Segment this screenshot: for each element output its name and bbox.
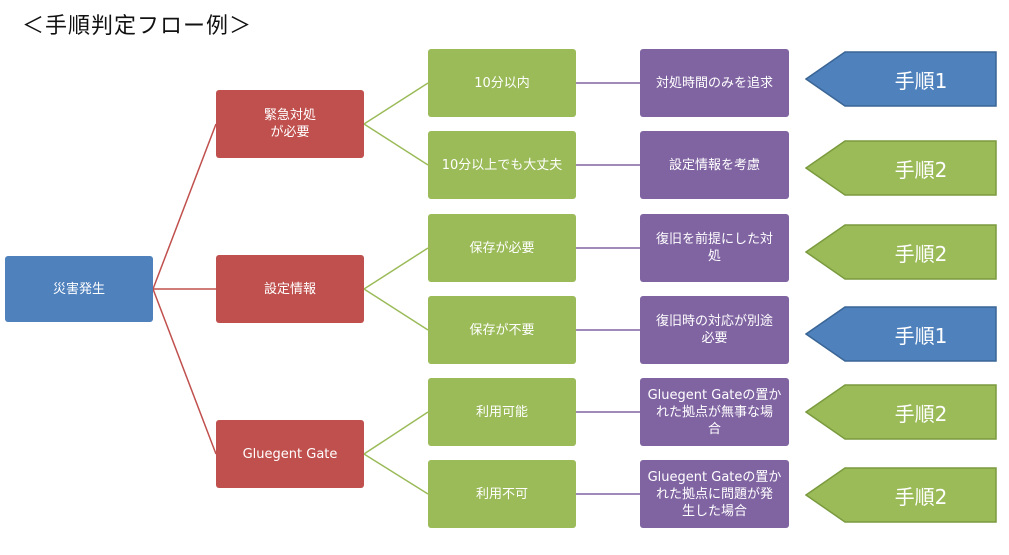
procedure-arrow: 手順2: [805, 384, 997, 440]
action-node: 設定情報を考慮: [640, 131, 789, 199]
procedure-arrow: 手順2: [805, 140, 997, 196]
option-node: 10分以上でも大丈夫: [428, 131, 576, 199]
connector-branch-2-option-0: [363, 411, 429, 455]
procedure-label: 手順1: [894, 68, 948, 93]
procedure-label: 手順2: [894, 484, 948, 509]
connector-branch-2-option-1: [363, 453, 429, 495]
option-node: 利用不可: [428, 460, 576, 528]
option-node: 利用可能: [428, 378, 576, 446]
procedure-label: 手順2: [894, 401, 948, 426]
diagram-title: ＜手順判定フロー例＞: [22, 14, 253, 39]
procedure-arrow: 手順1: [805, 51, 997, 107]
option-node: 10分以内: [428, 49, 576, 117]
root-node: 災害発生: [5, 256, 153, 322]
branch-node-emergency: 緊急対処 が必要: [216, 90, 364, 158]
procedure-label: 手順2: [894, 241, 948, 266]
connector-root-branch-0: [152, 123, 217, 290]
connector-branch-0-option-1: [363, 123, 429, 166]
action-node: 対処時間のみを追求: [640, 49, 789, 117]
procedure-label: 手順2: [894, 157, 948, 182]
branch-node-gluegent: Gluegent Gate: [216, 420, 364, 488]
procedure-arrow: 手順2: [805, 467, 997, 523]
procedure-label: 手順1: [894, 323, 948, 348]
procedure-arrow: 手順2: [805, 224, 997, 280]
connector-branch-1-option-1: [363, 288, 429, 331]
procedure-arrow: 手順1: [805, 306, 997, 362]
option-node: 保存が不要: [428, 296, 576, 364]
branch-node-settings: 設定情報: [216, 255, 364, 323]
connector-root-branch-2: [152, 288, 217, 455]
option-node: 保存が必要: [428, 214, 576, 282]
action-node: Gluegent Gateの置か れた拠点が無事な場 合: [640, 378, 789, 446]
action-node: 復旧時の対応が別途 必要: [640, 296, 789, 364]
connector-branch-0-option-0: [363, 82, 429, 125]
action-node: 復旧を前提にした対 処: [640, 214, 789, 282]
connector-branch-1-option-0: [363, 247, 429, 290]
action-node: Gluegent Gateの置か れた拠点に問題が発 生した場合: [640, 460, 789, 528]
